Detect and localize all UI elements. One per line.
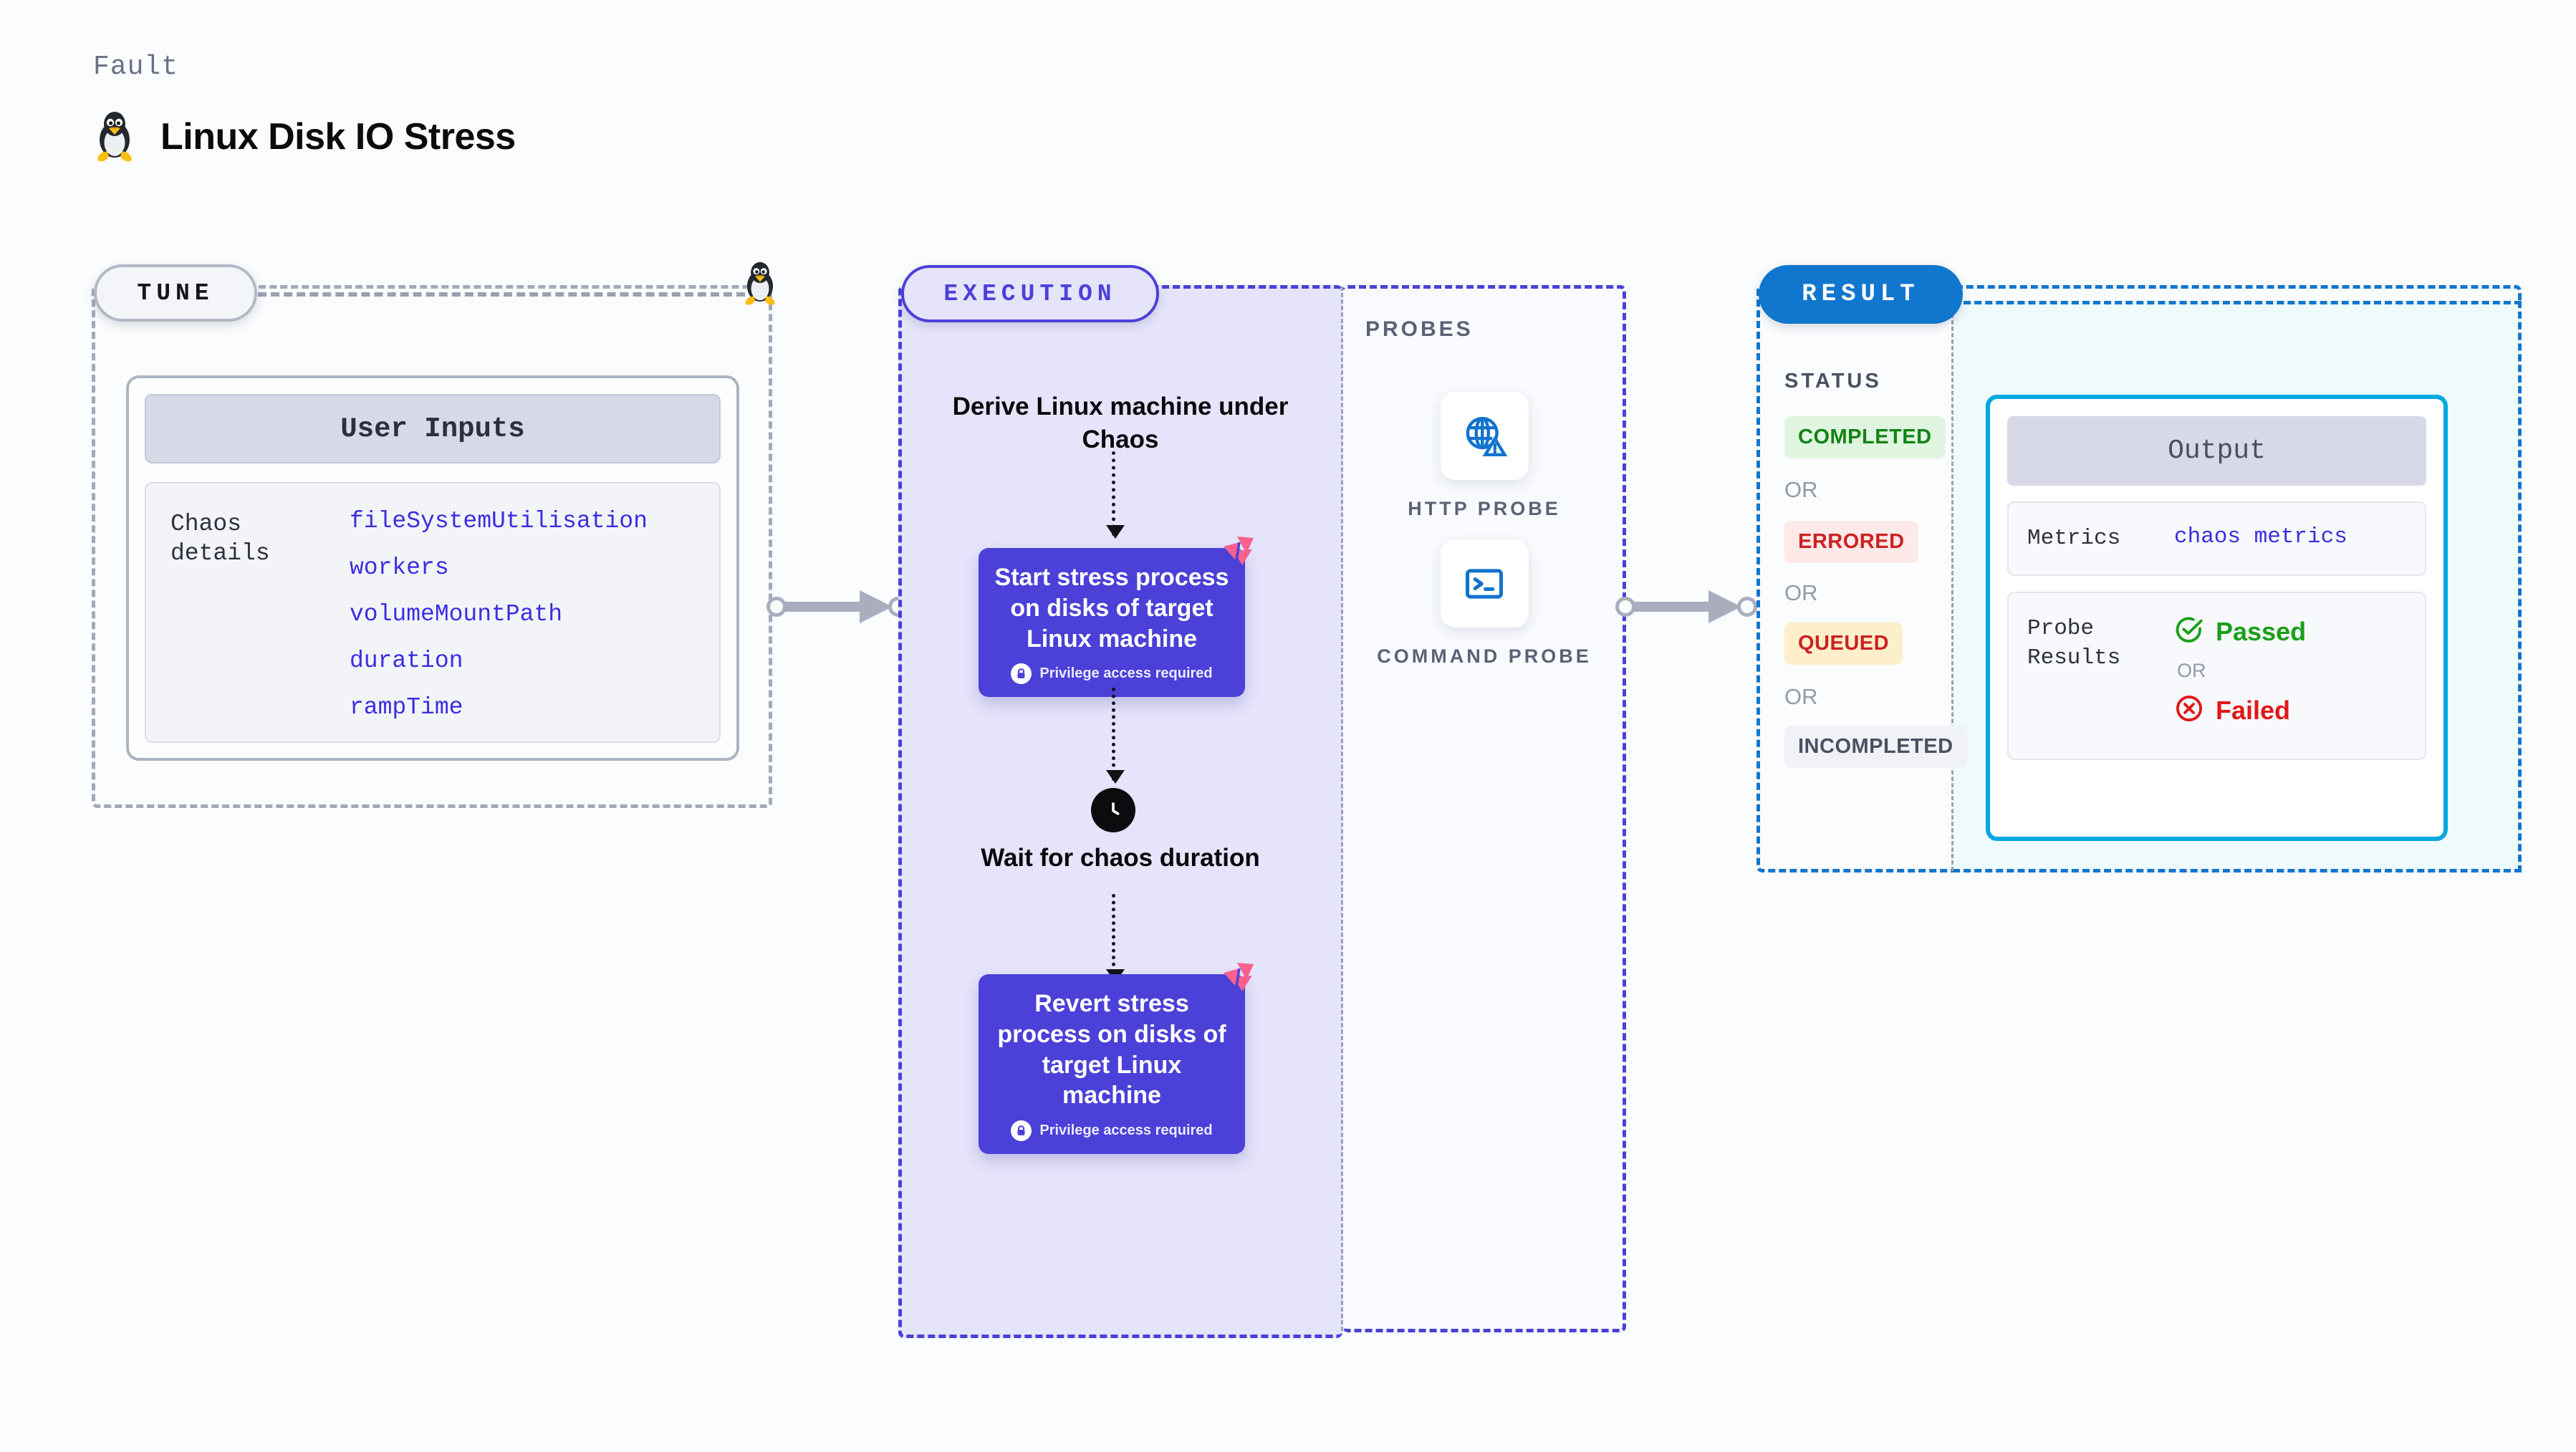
or-separator: OR [2177, 660, 2206, 682]
clock-icon [1091, 788, 1135, 832]
output-header: Output [2007, 416, 2426, 486]
litmus-logo-icon [1218, 958, 1256, 1001]
flow-arrow-execution-to-result [1615, 590, 1759, 623]
user-inputs-body: Chaos details fileSystemUtilisation work… [145, 482, 721, 743]
user-inputs-header: User Inputs [145, 394, 721, 463]
metrics-value[interactable]: chaos metrics [2174, 524, 2347, 549]
probe-result-failed: Failed [2174, 693, 2306, 727]
flow-dotted-arrow [1106, 894, 1125, 983]
output-row-metrics: Metrics chaos metrics [2007, 501, 2426, 577]
status-title: STATUS [1784, 370, 1882, 393]
linux-penguin-icon [93, 111, 136, 163]
terminal-icon [1440, 539, 1529, 628]
tune-stage-box [92, 285, 772, 808]
privilege-row: Privilege access required [991, 1120, 1232, 1142]
probe-results-values: Passed OR Failed [2174, 615, 2306, 727]
status-badge-queued: QUEUED [1784, 622, 1903, 665]
input-field-name[interactable]: rampTime [350, 694, 463, 721]
chaos-details-values: fileSystemUtilisation workers volumeMoun… [350, 509, 648, 741]
tune-dashed-connector [258, 292, 745, 297]
probes-divider [1341, 287, 1343, 1331]
lock-icon [1011, 1120, 1032, 1142]
lock-icon [1011, 663, 1032, 685]
output-row-probe-results: Probe Results Passed OR [2007, 592, 2426, 761]
output-card: Output Metrics chaos metrics Probe Resul… [1986, 395, 2448, 841]
probes-title: PROBES [1365, 317, 1474, 341]
probe-item-http[interactable]: HTTP PROBE [1377, 392, 1592, 521]
page-kicker: Fault [93, 52, 179, 82]
flow-dotted-arrow [1106, 688, 1125, 784]
litmus-logo-icon [1218, 532, 1256, 574]
stage-pill-execution[interactable]: EXECUTION [901, 265, 1159, 322]
metrics-key: Metrics [2027, 526, 2121, 551]
task-title: Start stress process on disks of target … [994, 564, 1229, 653]
probe-label: HTTP PROBE [1408, 498, 1561, 519]
task-card-revert-stress[interactable]: Revert stress process on disks of target… [979, 963, 1254, 1155]
check-circle-icon [2174, 615, 2204, 648]
chaos-details-label: Chaos details [170, 511, 270, 567]
globe-warning-icon [1440, 392, 1529, 480]
failed-label: Failed [2216, 695, 2291, 725]
linux-penguin-marker-icon [741, 261, 779, 309]
input-field-name[interactable]: fileSystemUtilisation [350, 508, 648, 534]
probe-result-passed: Passed [2174, 615, 2306, 648]
stage-pill-result[interactable]: RESULT [1759, 265, 1963, 324]
status-badge-completed: COMPLETED [1784, 416, 1946, 458]
task-card-start-stress[interactable]: Start stress process on disks of target … [979, 537, 1254, 698]
input-field-name[interactable]: duration [350, 648, 463, 674]
probe-label: COMMAND PROBE [1377, 645, 1592, 667]
task-title: Revert stress process on disks of target… [997, 990, 1226, 1110]
result-divider [1951, 301, 1953, 871]
or-separator: OR [1784, 684, 1818, 709]
privilege-text: Privilege access required [1039, 665, 1213, 682]
input-field-name[interactable]: volumeMountPath [350, 601, 563, 628]
or-separator: OR [1784, 580, 1818, 605]
probe-results-key: Probe Results [2027, 616, 2121, 670]
or-separator: OR [1784, 477, 1818, 502]
flow-arrow-tune-to-execution [766, 590, 910, 623]
probe-item-command[interactable]: COMMAND PROBE [1377, 539, 1592, 669]
status-badge-incompleted: INCOMPLETED [1784, 726, 1967, 768]
user-inputs-card: User Inputs Chaos details fileSystemUtil… [126, 375, 739, 761]
step-derive-label: Derive Linux machine under Chaos [952, 393, 1289, 453]
privilege-row: Privilege access required [991, 663, 1232, 685]
input-field-name[interactable]: workers [350, 554, 449, 581]
stage-pill-tune[interactable]: TUNE [94, 264, 257, 322]
status-badge-errored: ERRORED [1784, 521, 1918, 563]
flow-dotted-arrow [1106, 451, 1125, 539]
x-circle-icon [2174, 693, 2204, 727]
privilege-text: Privilege access required [1039, 1122, 1213, 1139]
page-title-row: Linux Disk IO Stress [93, 111, 516, 163]
passed-label: Passed [2216, 616, 2307, 646]
step-wait-label: Wait for chaos duration [981, 844, 1260, 872]
page-title: Linux Disk IO Stress [160, 116, 516, 158]
